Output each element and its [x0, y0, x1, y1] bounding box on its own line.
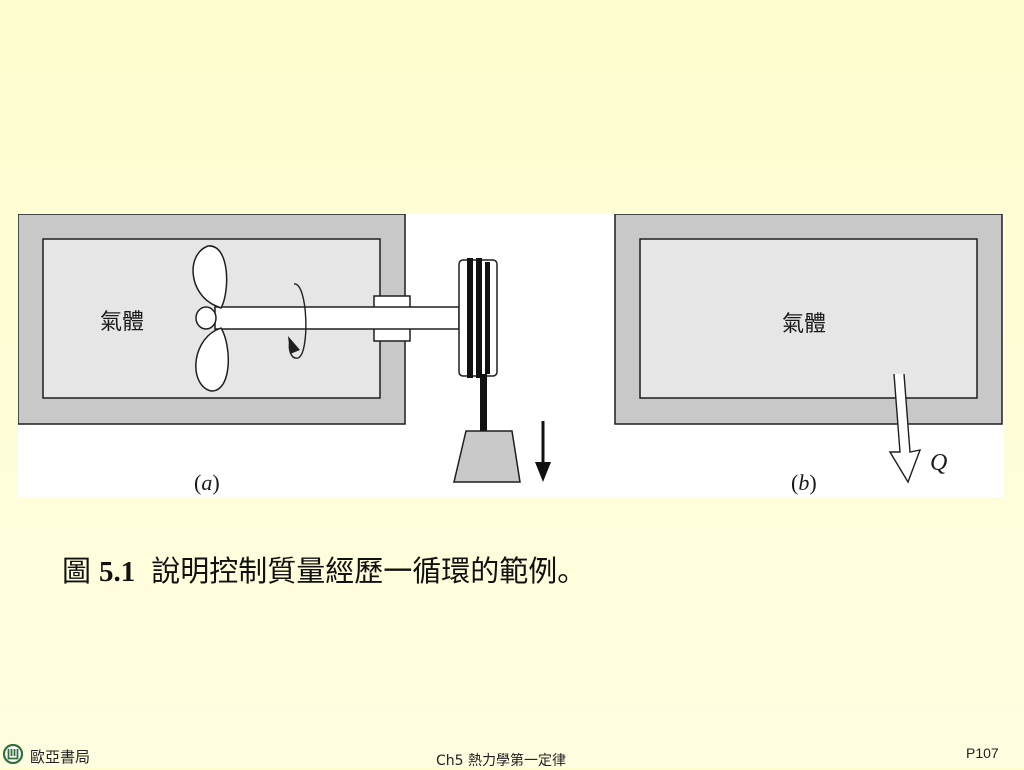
footer-chapter: Ch5 熱力學第一定律	[436, 753, 567, 769]
right-container	[614, 214, 1003, 425]
caption-text: 說明控制質量經歷一循環的範例。	[151, 554, 587, 588]
label-a: (a)	[194, 470, 220, 495]
figure-panel: 氣體 氣體 (a) (b) Q	[18, 214, 1004, 497]
down-arrow-icon	[535, 421, 551, 482]
label-a-letter: a	[201, 470, 213, 495]
hanging-weight-icon	[453, 430, 521, 483]
publisher-logo-icon	[3, 744, 23, 764]
label-b: (b)	[791, 470, 817, 495]
paddle-wheel-icon	[192, 245, 230, 392]
caption-number: 5.1	[99, 556, 136, 588]
label-b-letter: b	[798, 470, 810, 495]
shaft	[214, 306, 460, 330]
footer-page-number: P107	[966, 745, 999, 761]
pulley-icon	[458, 258, 498, 431]
left-gas-label: 氣體	[100, 310, 145, 335]
heat-out-arrow-icon	[888, 373, 922, 484]
rotation-arrow-icon	[288, 283, 307, 359]
figure-diagram	[18, 214, 1003, 484]
footer-publisher: 歐亞書局	[30, 748, 91, 766]
heat-q-label: Q	[930, 450, 948, 476]
caption-prefix: 圖	[62, 554, 92, 588]
right-gas-label: 氣體	[782, 312, 827, 337]
